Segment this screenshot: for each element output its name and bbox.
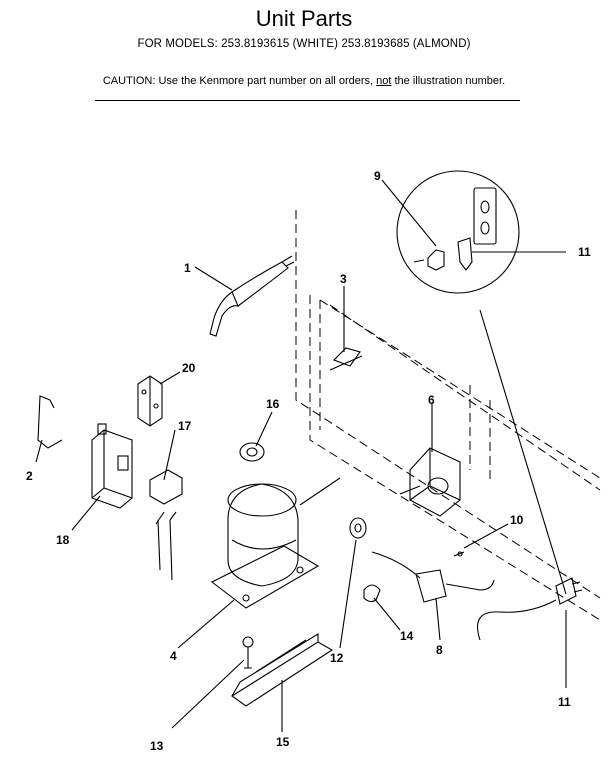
part-10-screw	[453, 551, 465, 557]
leader-lines	[35, 179, 567, 732]
caution-line: CAUTION: Use the Kenmore part number on …	[0, 75, 608, 87]
part-8-harness	[371, 551, 495, 603]
part-14-clamp	[363, 584, 381, 603]
models-line: FOR MODELS: 253.8193615 (WHITE) 253.8193…	[137, 38, 471, 50]
cabinet-outline	[295, 210, 601, 621]
callout-6: 6	[428, 393, 435, 407]
callout-16: 16	[266, 397, 280, 411]
header-rule	[95, 100, 520, 101]
callout-11-bottom: 11	[558, 695, 571, 709]
part-6-fan	[399, 447, 461, 517]
callout-13: 13	[150, 739, 164, 753]
part-3-clip	[329, 347, 363, 371]
callout-20: 20	[182, 361, 196, 375]
callout-12: 12	[330, 651, 344, 665]
callout-2: 2	[26, 469, 33, 483]
callout-15: 15	[276, 735, 290, 749]
part-13-bolt	[242, 636, 254, 669]
caution-not: not	[376, 75, 392, 87]
part-11-cord	[476, 577, 583, 641]
callout-11-top: 11	[578, 245, 591, 259]
part-12-grommet	[349, 517, 367, 539]
callout-17: 17	[178, 419, 192, 433]
callout-9: 9	[374, 169, 381, 183]
part-2-bail	[37, 395, 63, 449]
callout-4: 4	[170, 649, 177, 663]
callout-14: 14	[400, 629, 414, 643]
caution-prefix: CAUTION: Use the Kenmore part number on …	[102, 75, 377, 87]
caution-suffix: the illustration number.	[391, 75, 506, 87]
part-17-overload	[149, 469, 183, 581]
callout-18: 18	[56, 533, 70, 547]
page-title: Unit Parts	[255, 6, 353, 31]
callout-1: 1	[184, 261, 191, 275]
inset-circle	[396, 170, 520, 294]
part-15-base	[231, 633, 334, 707]
callout-3: 3	[340, 272, 347, 286]
part-18-relay	[91, 423, 133, 509]
callout-10: 10	[510, 513, 524, 527]
part-20-cover	[137, 375, 163, 427]
callout-8: 8	[436, 643, 443, 657]
part-16-grommet	[239, 442, 265, 462]
part-1-drier	[209, 255, 295, 337]
part-4-compressor	[210, 477, 341, 609]
